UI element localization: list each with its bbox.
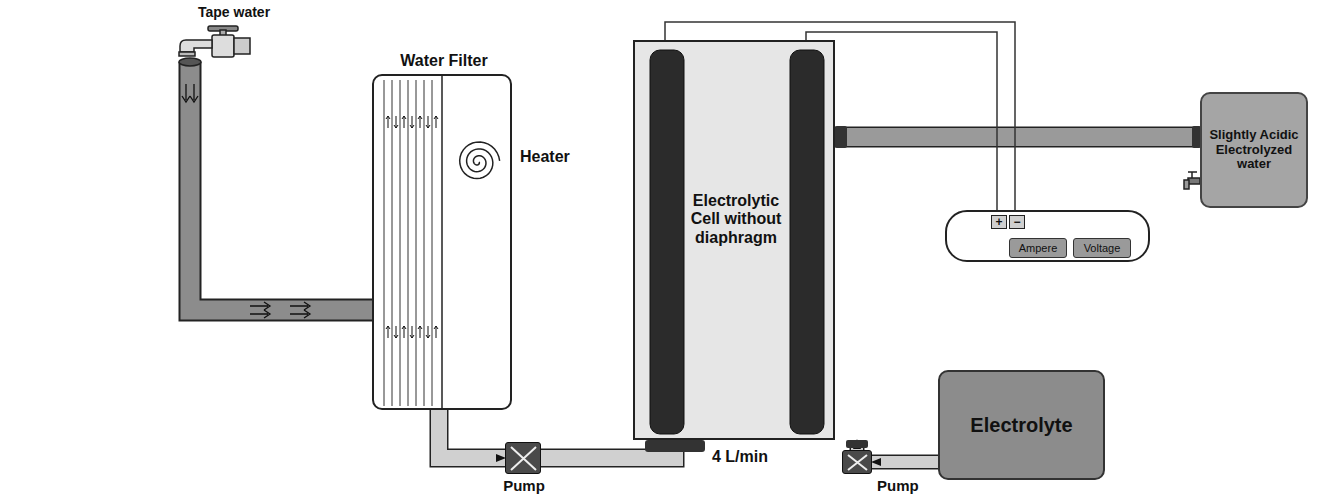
cell-title: Electrolytic Cell without diaphragm (687, 192, 785, 247)
pipe-outline (190, 62, 372, 310)
meter-label: Voltage (1084, 242, 1121, 255)
node-illustration (506, 443, 540, 473)
flow-arrow (418, 116, 422, 128)
node-illustration (374, 76, 510, 408)
electrolyte-tank: Electrolyte (938, 370, 1105, 480)
electrode-sign: − (15, 356, 49, 382)
pump-symbol (848, 455, 867, 470)
flow-arrow (426, 326, 430, 338)
voltmeter: Voltage (1073, 238, 1131, 258)
flow-arrow (402, 326, 406, 338)
inlet-port (645, 440, 705, 452)
flow-arrow (410, 116, 414, 128)
pipe-fill (190, 62, 372, 310)
flow-arrow (394, 116, 398, 128)
power-supply: +− Ampere Voltage (945, 210, 1150, 262)
pump-label: Pump (877, 477, 919, 494)
electrode-sign: − (15, 14, 49, 40)
pipe-connector (439, 410, 505, 458)
filter-layer (432, 80, 433, 406)
pump-label: Pump (498, 477, 550, 494)
electrode-sign: + (155, 14, 189, 40)
pipe-outline (872, 455, 938, 470)
heater-label: Heater (520, 148, 570, 166)
electrolytic-cell: Electrolytic Cell without diaphragm (633, 40, 835, 440)
filter-title: Water Filter (374, 52, 514, 70)
filter-layer (384, 80, 385, 406)
flow-rate: 4 L/min (712, 448, 768, 466)
electrode (650, 50, 684, 434)
electrolyte-label: Electrolyte (970, 414, 1072, 437)
flow-arrow (426, 116, 430, 128)
filter-layer (392, 80, 393, 406)
source-label: Tape water (198, 4, 270, 20)
outlet-port (835, 126, 847, 148)
water-filter: Water FilterHeater (372, 74, 512, 410)
pipe-opening (179, 58, 201, 66)
filter-divider (441, 76, 443, 410)
node-illustration (843, 451, 871, 473)
flow-arrow (418, 326, 422, 338)
flow-arrow (386, 116, 390, 128)
flow-arrow (402, 116, 406, 128)
flow-arrow (394, 326, 398, 338)
product-tank: Slightly Acidic Electrolyzed water (1200, 92, 1308, 208)
pipe-fill (439, 410, 505, 458)
filter-layer (408, 80, 409, 406)
heater-coil (460, 142, 500, 179)
pipe-connector (872, 462, 938, 463)
pipe-fill (872, 456, 938, 468)
filter-layer (424, 80, 425, 406)
flow-arrow (386, 326, 390, 338)
flow-arrows (182, 84, 310, 318)
pipe-connector (835, 137, 1200, 138)
flow-arrow (434, 116, 438, 128)
pipe-outline (439, 410, 505, 458)
tank-label: Slightly Acidic Electrolyzed water (1208, 128, 1300, 173)
electrode (790, 50, 824, 434)
electrode-sign: + (155, 356, 189, 382)
pipe-fill (835, 128, 1200, 146)
pipe-outline (835, 127, 1200, 148)
filter-layer (400, 80, 401, 406)
faucet (179, 26, 250, 57)
tank-valve (1184, 172, 1200, 189)
terminal: − (1009, 215, 1025, 229)
terminal: + (991, 215, 1007, 229)
ammeter: Ampere (1009, 238, 1067, 258)
flow-arrow (434, 326, 438, 338)
pump: Pump (842, 450, 872, 474)
meter-label: Ampere (1019, 242, 1058, 255)
flow-arrow (410, 326, 414, 338)
electrolyte-port (846, 440, 868, 448)
pump: Pump (505, 442, 541, 474)
filter-layer (416, 80, 417, 406)
pump-symbol (511, 447, 536, 470)
